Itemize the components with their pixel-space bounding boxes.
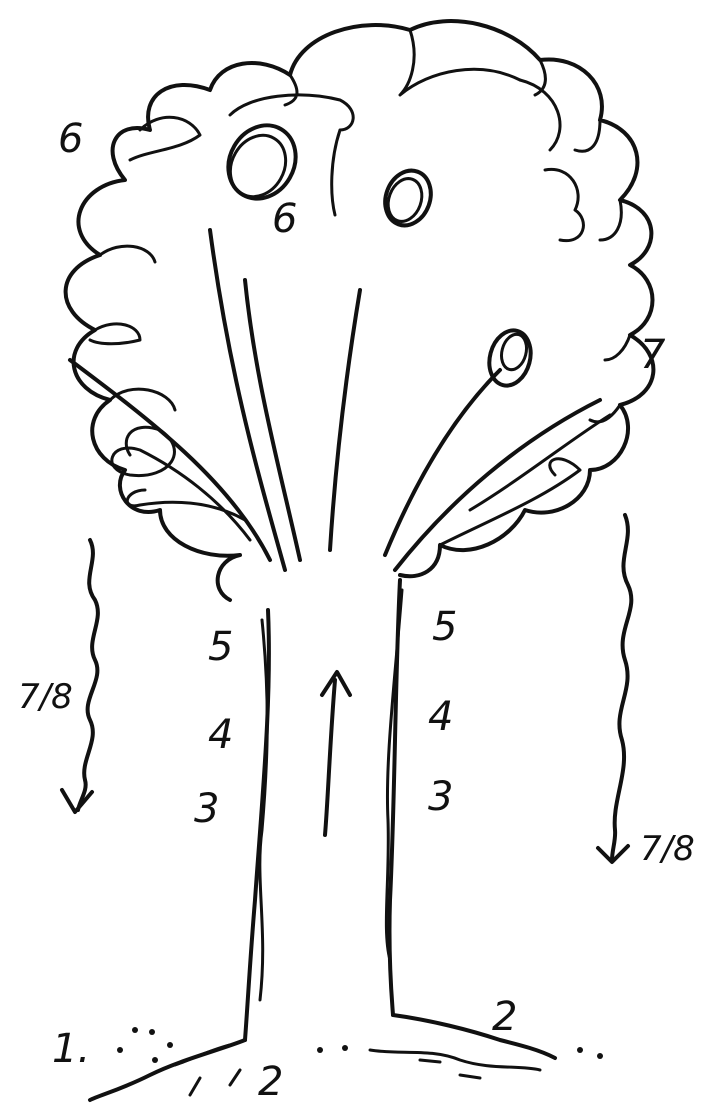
- ground-dot: [149, 1029, 155, 1035]
- ground-dot: [342, 1045, 348, 1051]
- label-trunk-left-5: 5: [208, 624, 233, 670]
- ground-dot: [577, 1047, 583, 1053]
- label-trunk-right-5: 5: [432, 604, 457, 650]
- side-arrow-right-squiggle: [612, 515, 631, 860]
- label-ground-1: 1.: [52, 1026, 90, 1072]
- label-trunk-right-3: 3: [428, 774, 453, 820]
- label-trunk-left-3: 3: [194, 786, 219, 832]
- root-left: [90, 1040, 245, 1100]
- label-ground-right-2: 2: [492, 994, 517, 1040]
- label-crown-center-6: 6: [272, 196, 297, 242]
- branch-right-outer: [395, 400, 600, 570]
- crown-hole-center: [378, 164, 438, 232]
- ground-dot: [167, 1042, 173, 1048]
- label-crown-left-6: 6: [58, 116, 83, 162]
- branch-center: [330, 290, 360, 550]
- crown-inner-scallops-right: [520, 80, 630, 422]
- crown-hole-left-inner: [219, 125, 296, 206]
- label-side-right-7-8: 7/8: [640, 829, 695, 869]
- label-crown-right-7: 7: [640, 332, 666, 378]
- ground-dot: [597, 1053, 603, 1059]
- branch-right-loops: [440, 415, 610, 545]
- branch-right-inner: [385, 370, 500, 555]
- sap-flow-arrow-shaft: [325, 680, 335, 835]
- crown-outline: [66, 21, 654, 600]
- side-arrow-left-head: [62, 790, 92, 812]
- ground-dot: [117, 1047, 123, 1053]
- ground-dot: [317, 1047, 323, 1053]
- root-left-detail: [175, 1045, 230, 1065]
- ground-line-right: [370, 1050, 540, 1070]
- branch-left-loops: [112, 427, 250, 540]
- ground-dot: [152, 1057, 158, 1063]
- crown-inner-scallops-left: [90, 117, 200, 410]
- ground-marks: [190, 1060, 480, 1095]
- ground-dot: [132, 1027, 138, 1033]
- label-side-left-7-8: 7/8: [18, 677, 73, 717]
- label-ground-left-2: 2: [258, 1059, 283, 1105]
- branch-left-inner: [210, 230, 285, 570]
- label-trunk-right-4: 4: [428, 694, 453, 740]
- side-arrow-left-squiggle: [78, 540, 98, 810]
- label-trunk-left-4: 4: [208, 712, 233, 758]
